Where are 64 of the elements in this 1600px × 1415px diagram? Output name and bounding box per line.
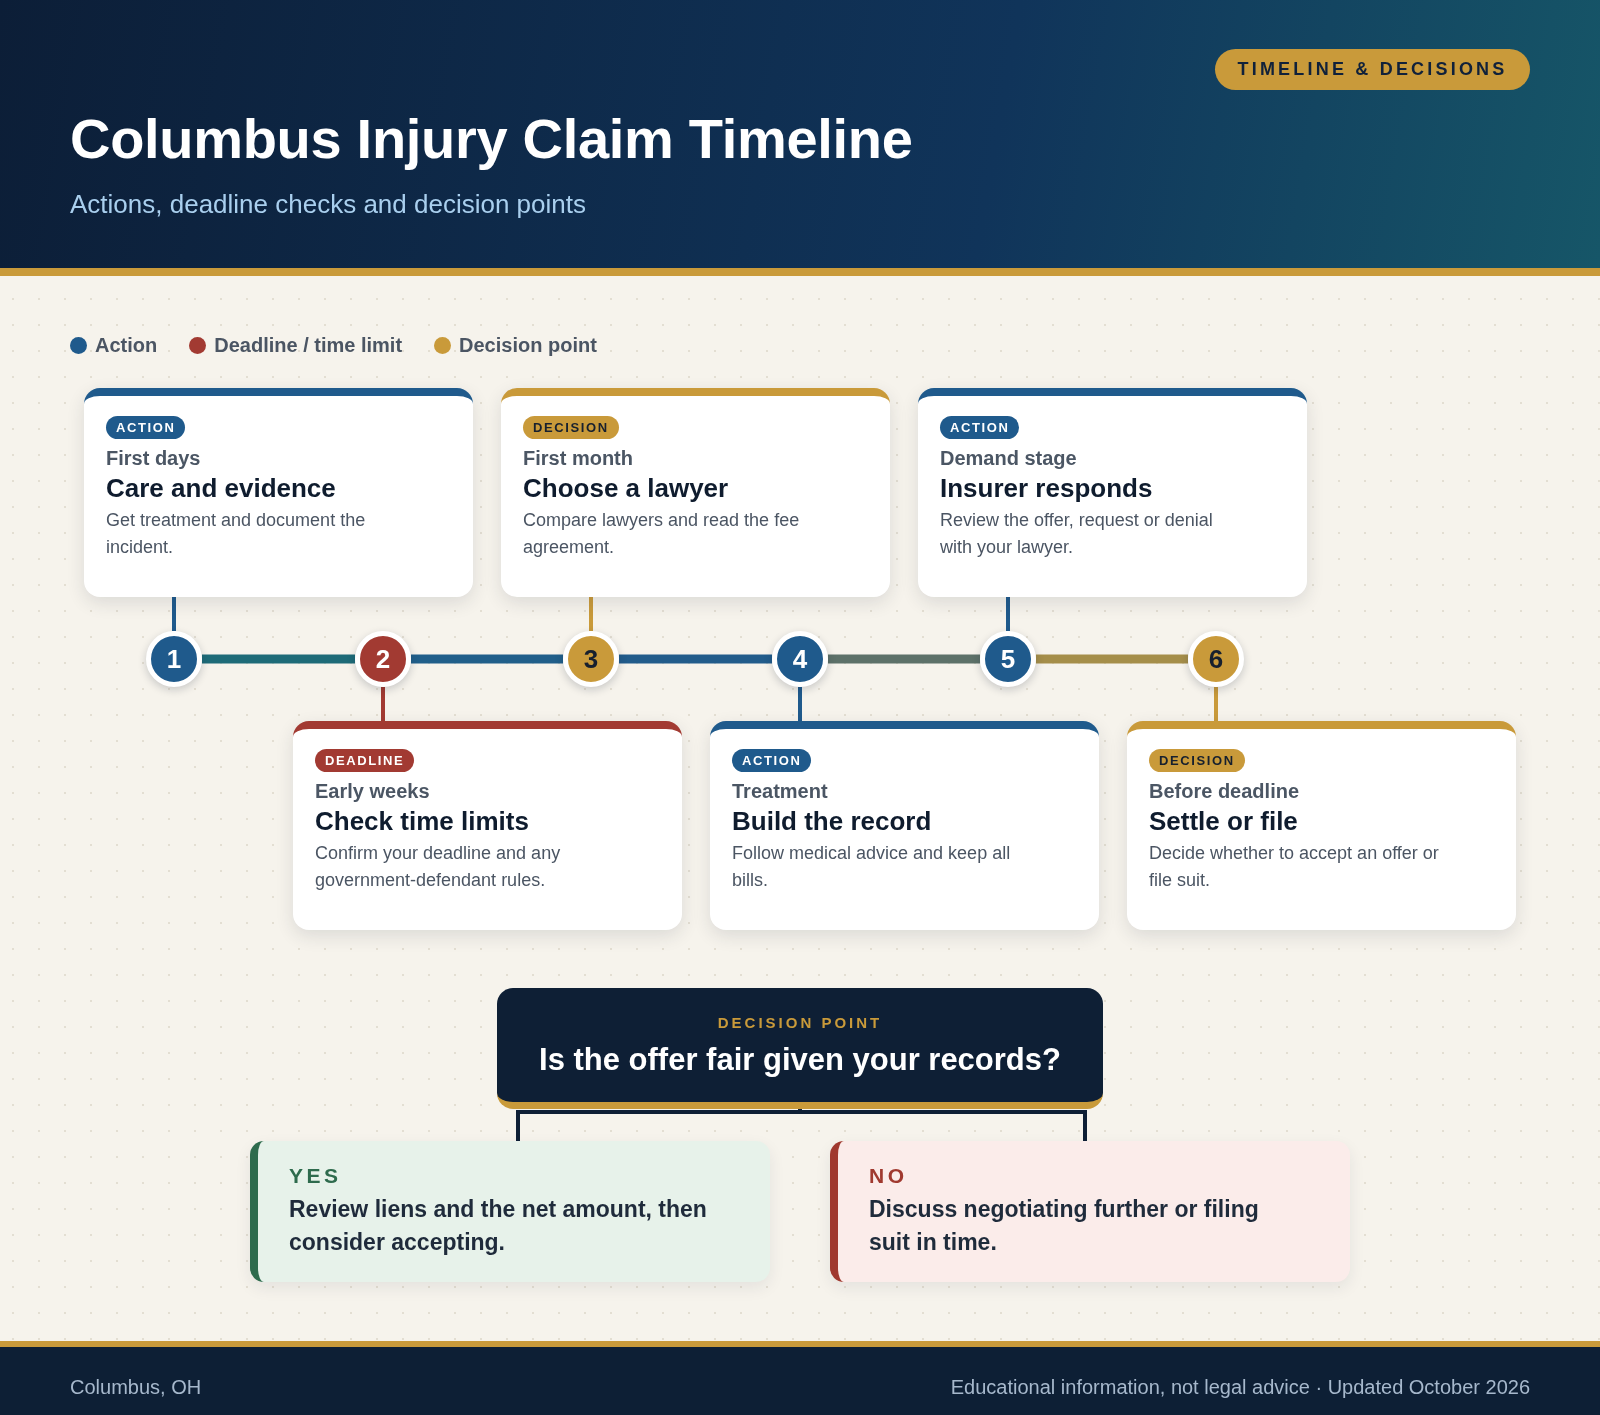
step-number-circle: 2 [355, 631, 411, 687]
step-description: Follow medical advice and keep all bills. [732, 842, 1012, 892]
step-card [501, 388, 890, 597]
step-time-label: Treatment [732, 779, 829, 803]
step-number-circle: 1 [146, 631, 202, 687]
connector-line [798, 687, 802, 721]
outcome-text: Discuss negotiating further or filing suit in time. [869, 1195, 1260, 1257]
section-tag: TIMELINE & DECISIONS [1215, 49, 1530, 90]
step-title: Build the record [732, 805, 933, 837]
step-title: Settle or file [1149, 805, 1299, 837]
connector-line [172, 597, 176, 631]
connector-line [798, 1108, 1087, 1141]
step-number-circle: 5 [980, 631, 1036, 687]
type-badge: ACTION [940, 416, 1020, 439]
footer-note: Educational information, not legal advice · Updated October 2026 [950, 1375, 1530, 1399]
footer-location: Columbus, OH [70, 1375, 202, 1399]
legend-label: Deadline / time limit [214, 333, 403, 357]
step-card [84, 388, 473, 597]
step-description: Decide whether to accept an offer or file suit. [1149, 842, 1440, 892]
step-title: Check time limits [315, 805, 530, 837]
type-badge: ACTION [106, 416, 186, 439]
step-description: Get treatment and document the incident. [106, 509, 367, 559]
timeline-line [619, 654, 772, 664]
step-time-label: First days [106, 446, 202, 470]
step-title: Choose a lawyer [523, 472, 730, 504]
outcome-panel [830, 1141, 1350, 1282]
step-card [710, 721, 1099, 930]
connector-line [381, 687, 385, 721]
timeline-line [411, 654, 563, 664]
step-time-label: Demand stage [940, 446, 1078, 470]
timeline-line [828, 654, 980, 664]
step-card [293, 721, 682, 930]
decision-panel [497, 988, 1103, 1109]
type-badge: DECISION [523, 416, 619, 439]
outcome-heading: YES [289, 1163, 342, 1189]
step-card [918, 388, 1307, 597]
legend-label: Action [95, 333, 158, 357]
connector-line [589, 597, 593, 631]
step-description: Compare lawyers and read the fee agreement. [523, 509, 801, 559]
type-badge: DEADLINE [315, 749, 415, 772]
step-title: Care and evidence [106, 472, 337, 504]
timeline-line [202, 654, 355, 664]
step-time-label: First month [523, 446, 634, 470]
diagram-title: Columbus Injury Claim Timeline [70, 106, 913, 172]
connector-line [1214, 687, 1218, 721]
outcome-panel [250, 1141, 770, 1282]
outcome-heading: NO [869, 1163, 908, 1189]
step-card [1127, 721, 1516, 930]
step-time-label: Before deadline [1149, 779, 1301, 803]
type-badge: DECISION [1149, 749, 1245, 772]
legend-label: Decision point [459, 333, 597, 357]
subtitle: Actions, deadline checks and decision points [70, 188, 586, 220]
step-description: Confirm your deadline and any government-defendant rules. [315, 842, 562, 892]
step-number-circle: 3 [563, 631, 619, 687]
step-number-circle: 4 [772, 631, 828, 687]
decision-point-label: DECISION POINT [717, 1013, 883, 1033]
step-title: Insurer responds [940, 472, 1154, 504]
step-time-label: Early weeks [315, 779, 431, 803]
step-description: Review the offer, request or denial with your lawyer. [940, 509, 1214, 559]
outcome-text: Review liens and the net amount, then consider accepting. [289, 1195, 708, 1257]
timeline-line [1036, 654, 1188, 664]
decision-question: Is the offer fair given your records? [538, 1041, 1062, 1079]
step-number-circle: 6 [1188, 631, 1244, 687]
type-badge: ACTION [732, 749, 812, 772]
